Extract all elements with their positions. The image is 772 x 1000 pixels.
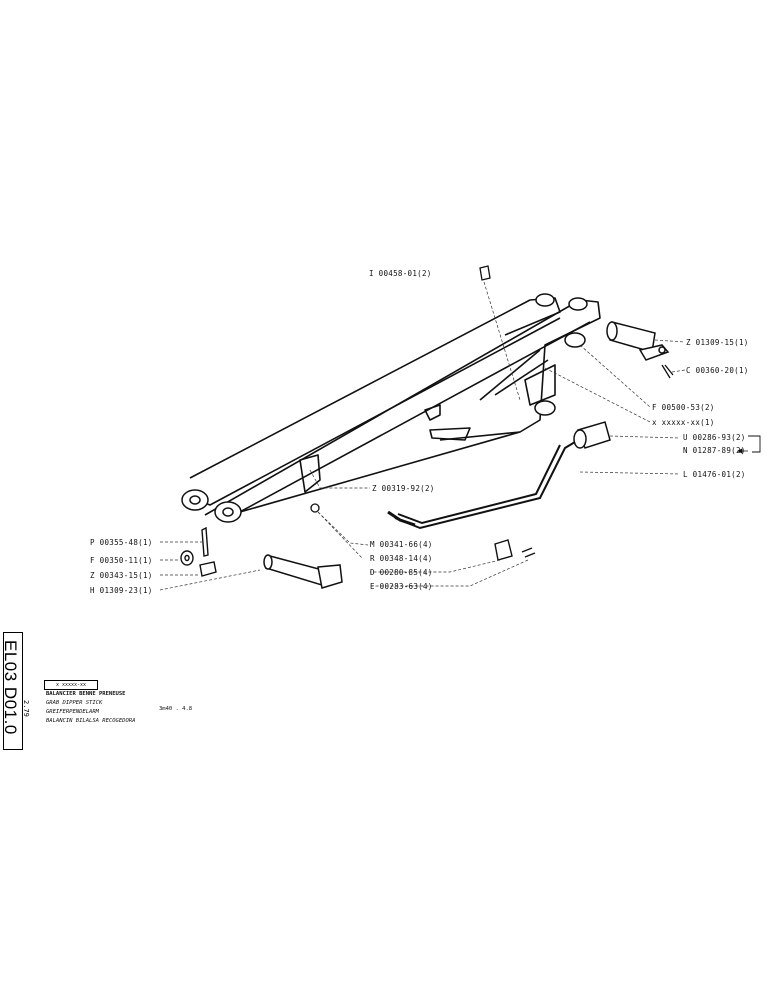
part-label-m00341: M 00341-66(4) xyxy=(370,540,433,549)
clamp-and-screw xyxy=(494,539,536,561)
title-fr: BALANCIER BENNE PRENEUSE xyxy=(46,691,126,697)
model-label: 3m40 . 4.8 xyxy=(159,706,193,712)
document-code-panel xyxy=(3,632,23,750)
title-es: BALANCIN BILALSA RECOGEDORA xyxy=(46,718,136,724)
grease-line xyxy=(387,441,576,530)
part-label-n01287: N 01287-89(2) xyxy=(683,446,746,455)
arrow-n01287 xyxy=(737,448,748,454)
leader-lines xyxy=(159,281,686,591)
grease-nipple xyxy=(479,265,491,281)
title-de: GREIFERPENDELARM xyxy=(46,709,99,715)
part-label-f00350: F 00350-11(1) xyxy=(90,556,153,565)
reference-box: x xxxxx-xx xyxy=(44,680,98,690)
title-block: BALANCIER BENNE PRENEUSE GRAB DIPPER STI… xyxy=(44,679,194,734)
part-label-h01309: H 01309-23(1) xyxy=(90,586,153,595)
cotter-pin xyxy=(661,364,674,379)
title-en: GRAB DIPPER STICK xyxy=(46,700,103,706)
washer-and-pins xyxy=(180,526,217,577)
part-label-i00458: I 00458-01(2) xyxy=(369,269,432,278)
group-bracket xyxy=(748,435,761,453)
part-label-c00360: C 00360-20(1) xyxy=(686,366,749,375)
part-label-p00355: P 00355-48(1) xyxy=(90,538,153,547)
part-label-e00283: E 00283-63(4) xyxy=(370,582,433,591)
part-label-u00286: U 00286-93(2) xyxy=(683,433,746,442)
arm-end-bushings xyxy=(181,293,588,523)
part-label-xxxxx: x xxxxx-xx(1) xyxy=(652,418,715,427)
part-label-z01309: Z 01309-15(1) xyxy=(686,338,749,347)
nut-m00341 xyxy=(310,503,320,513)
part-label-r00348: R 00348-14(4) xyxy=(370,554,433,563)
pin-h01309 xyxy=(263,554,343,589)
pin-z01309 xyxy=(606,321,670,361)
date-code: 2.79 xyxy=(22,700,30,717)
part-label-l01476: L 01476-01(2) xyxy=(683,470,746,479)
part-label-f00500: F 00500-53(2) xyxy=(652,403,715,412)
document-code: EL03 D01.0 xyxy=(1,640,20,735)
bushing-u00286 xyxy=(573,421,611,449)
part-label-d00280: D 00280-85(4) xyxy=(370,568,433,577)
part-label-z00343: Z 00343-15(1) xyxy=(90,571,153,580)
part-label-z00319: Z 00319-92(2) xyxy=(372,484,435,493)
